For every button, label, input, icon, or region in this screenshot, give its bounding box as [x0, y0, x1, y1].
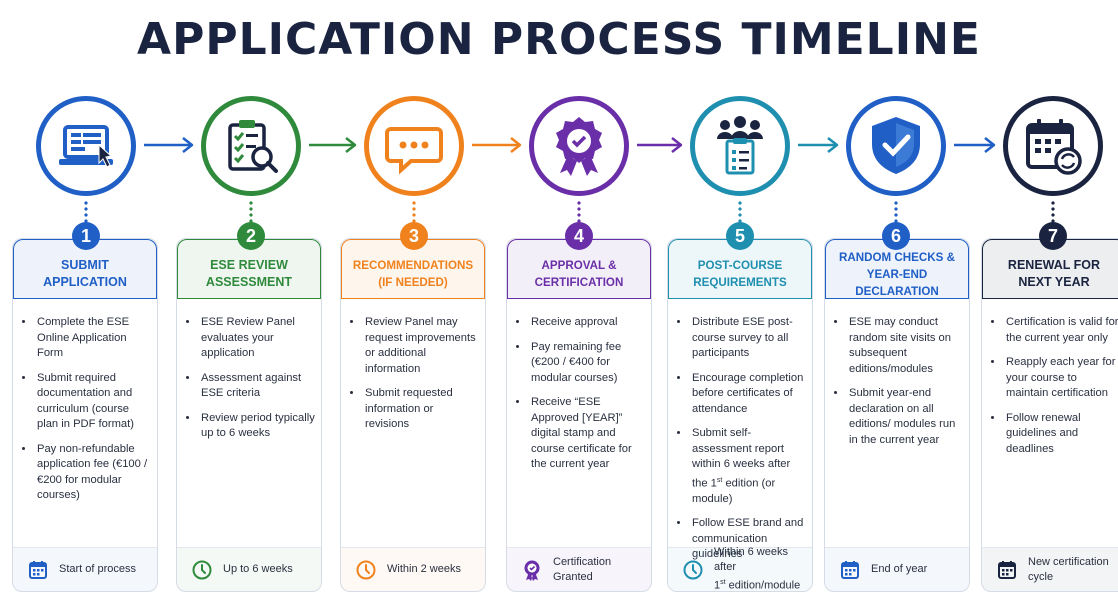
step-icon-circle [690, 96, 790, 196]
step-number-badge: 1 [72, 222, 100, 250]
step-number-badge: 4 [565, 222, 593, 250]
step-timing: Start of process [13, 547, 157, 591]
clipboard-search-icon [228, 120, 278, 173]
step-bullet: Submit year-end declaration on all editi… [847, 386, 963, 448]
step-details: Certification is valid for the current y… [982, 299, 1118, 457]
step-bullet: Encourage completion before certificates… [690, 371, 806, 418]
step-bullet: Follow ESE brand and communication guide… [690, 516, 806, 563]
step-bullet: Distribute ESE post-course survey to all… [690, 315, 806, 362]
award-badge-icon [556, 117, 602, 176]
step-timing-label: Within 2 weeks [387, 563, 461, 575]
arrow-right-icon [472, 137, 522, 153]
shield-check-icon [872, 117, 920, 174]
step-bullet: Receive approval [529, 315, 645, 331]
dotted-connector [894, 200, 898, 224]
clock-icon [355, 559, 377, 581]
chat-bubble-icon [385, 127, 443, 175]
step-details: ESE may conduct random site visits on su… [825, 299, 969, 448]
step-timing-label: Start of process [59, 563, 137, 575]
step-details: Distribute ESE post-course survey to all… [668, 299, 812, 563]
arrow-right-icon [309, 137, 357, 153]
dotted-connector [84, 200, 88, 224]
step-bullet: Submit required documentation and curric… [35, 371, 151, 433]
step-bullet: Review period typically up to 6 weeks [199, 411, 315, 442]
step-bullet: Reapply each year for your course to mai… [1004, 355, 1118, 402]
step-bullet: Complete the ESE Online Application Form [35, 315, 151, 362]
step-icon-circle [201, 96, 301, 196]
clock-icon [191, 559, 213, 581]
dotted-connector [249, 200, 253, 224]
step-icon-circle [846, 96, 946, 196]
step-number-badge: 7 [1039, 222, 1067, 250]
laptop-form-icon [59, 125, 113, 168]
clock-icon [682, 559, 704, 581]
step-timing: Up to 6 weeks [177, 547, 321, 591]
step-bullet: ESE may conduct random site visits on su… [847, 315, 963, 377]
step-number-badge: 2 [237, 222, 265, 250]
page-title: APPLICATION PROCESS TIMELINE [137, 14, 981, 65]
step-icon-circle [364, 96, 464, 196]
step-card: SUBMITAPPLICATIONComplete the ESE Online… [12, 238, 158, 592]
step-bullet: Submit requested information or revision… [363, 386, 479, 433]
arrow-right-icon [954, 137, 996, 153]
step-card: APPROVAL &CERTIFICATIONReceive approvalP… [506, 238, 652, 592]
dotted-connector [1051, 200, 1055, 224]
step-bullet: ESE Review Panel evaluates your applicat… [199, 315, 315, 362]
calendar-icon [27, 559, 49, 581]
team-checklist-icon [717, 116, 763, 175]
calendar-icon [839, 559, 861, 581]
step-bullet: Submit self-assessment report within 6 w… [690, 426, 806, 507]
step-card: RECOMMENDATIONS(IF NEEDED)Review Panel m… [340, 238, 486, 592]
step-card: POST-COURSEREQUIREMENTSDistribute ESE po… [667, 238, 813, 592]
step-details: Complete the ESE Online Application Form… [13, 299, 157, 504]
step-timing: End of year [825, 547, 969, 591]
step-number-badge: 6 [882, 222, 910, 250]
step-icon-circle [1003, 96, 1103, 196]
calendar-icon [996, 559, 1018, 581]
step-number-badge: 5 [726, 222, 754, 250]
step-heading: APPROVAL &CERTIFICATION [507, 239, 651, 299]
step-bullet: Pay remaining fee (€200 / €400 for modul… [529, 340, 645, 387]
step-timing-label: Up to 6 weeks [223, 563, 293, 575]
dotted-connector [738, 200, 742, 224]
step-bullet: Assessment against ESE criteria [199, 371, 315, 402]
arrow-right-icon [798, 137, 839, 153]
step-bullet: Certification is valid for the current y… [1004, 315, 1118, 346]
calendar-renew-icon [1026, 119, 1082, 175]
step-bullet: Follow renewal guidelines and deadlines [1004, 411, 1118, 458]
step-number-badge: 3 [400, 222, 428, 250]
arrow-right-icon [144, 137, 194, 153]
dotted-connector [577, 200, 581, 224]
step-details: ESE Review Panel evaluates your applicat… [177, 299, 321, 442]
dotted-connector [412, 200, 416, 224]
step-icon-circle [529, 96, 629, 196]
step-bullet: Review Panel may request improvements or… [363, 315, 479, 377]
step-timing: Within 2 weeks [341, 547, 485, 591]
step-icon-circle [36, 96, 136, 196]
step-bullet: Pay non-refundable application fee (€100… [35, 442, 151, 504]
step-card: RANDOM CHECKS &YEAR-END DECLARATIONESE m… [824, 238, 970, 592]
step-bullet: Receive “ESE Approved [YEAR]” digital st… [529, 395, 645, 473]
arrow-right-icon [637, 137, 683, 153]
step-details: Review Panel may request improvements or… [341, 299, 485, 433]
award-badge-icon [521, 559, 543, 581]
step-timing-label: End of year [871, 563, 928, 575]
step-details: Receive approvalPay remaining fee (€200 … [507, 299, 651, 473]
